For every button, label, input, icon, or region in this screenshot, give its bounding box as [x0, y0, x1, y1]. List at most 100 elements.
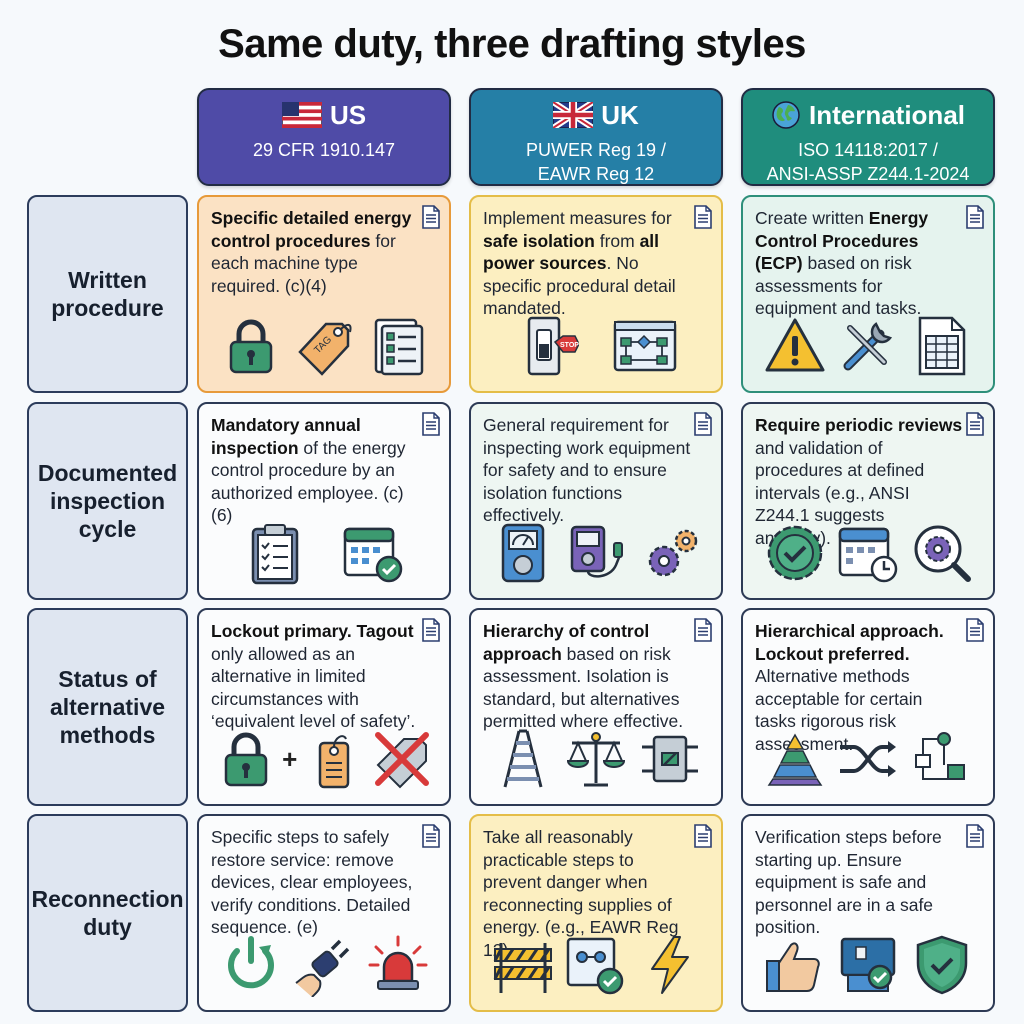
document-icon: [421, 618, 441, 642]
cell-text: Alternative methods acceptable for certa…: [755, 666, 923, 754]
cell-text: based on risk assessments for equipment …: [755, 253, 922, 318]
clipboard-icon: [251, 524, 299, 585]
document-icon: [693, 205, 713, 229]
document-icon: [421, 412, 441, 436]
cell-text: based on risk assessment. Isolation is s…: [483, 643, 684, 732]
tag-icon: [318, 735, 350, 789]
page-title: Same duty, three drafting styles: [218, 22, 806, 66]
document-icon: [421, 824, 441, 848]
cell-text: only allowed as an alternative in limite…: [211, 643, 416, 732]
ladder-icon: [503, 729, 542, 788]
padlock-icon: [224, 732, 267, 787]
cell-uk-written-procedure: Implement measures for safe isolation fr…: [469, 195, 723, 393]
row-header-reconnection-duty: Reconnection duty: [27, 814, 188, 1012]
isolator-icon: [641, 735, 698, 783]
machine-check-icon: [840, 937, 896, 992]
column-name-international: International: [808, 99, 965, 130]
cell-text: Specific steps to safely restore service…: [211, 827, 413, 937]
gear-search-icon: [914, 525, 971, 582]
cell-international-written-procedure: Create written Energy Control Procedures…: [741, 195, 995, 393]
cell-us-inspection-cycle: Mandatory annual inspection of the energ…: [197, 402, 451, 600]
plus-sign: +: [282, 743, 298, 774]
spreadsheet-icon: [918, 316, 965, 376]
globe-icon: [772, 101, 800, 129]
flowchart-icon: [613, 320, 677, 372]
column-header-uk: UK PUWER Reg 19 / EAWR Reg 12: [469, 88, 723, 186]
uk-flag-icon: [553, 102, 594, 128]
cell-text-bold: Mandatory annual inspection: [211, 415, 361, 458]
cell-text-bold: Hierarchical approach. Lockout preferred…: [755, 621, 944, 664]
cell-uk-inspection-cycle: General requirement for inspecting work …: [469, 402, 723, 600]
document-icon: [965, 618, 985, 642]
warning-icon: [765, 318, 824, 372]
document-icon: [693, 824, 713, 848]
crossed-tag-icon: [375, 732, 430, 789]
cell-international-alternative-methods: Hierarchical approach. Lockout preferred…: [741, 608, 995, 806]
column-header-international: International ISO 14118:2017 / ANSI-ASSP…: [741, 88, 995, 186]
column-ref-uk: PUWER Reg 19 / EAWR Reg 12: [525, 140, 667, 184]
gears-icon: [648, 529, 697, 577]
tools-icon: [843, 322, 893, 371]
calendar-check-icon: [343, 527, 403, 583]
column-name-us: US: [329, 99, 367, 130]
cell-text: Take all reasonably practicable steps to…: [483, 827, 679, 960]
cell-text-bold: Energy Control Procedures (ECP): [755, 208, 929, 273]
tester-icon: [570, 525, 623, 578]
lightning-icon: [650, 936, 689, 994]
cell-text-bold: safe isolation: [483, 230, 595, 251]
panel-check-icon: [566, 937, 624, 995]
calendar-clock-icon: [838, 527, 898, 583]
cell-international-inspection-cycle: Require periodic reviews and validation …: [741, 402, 995, 600]
column-ref-international: ISO 14118:2017 / ANSI-ASSP Z244.1-2024: [766, 140, 970, 184]
cell-uk-reconnection-duty: Take all reasonably practicable steps to…: [469, 814, 723, 1012]
pyramid-icon: [767, 733, 822, 786]
cell-us-alternative-methods: Lockout primary. Tagout only allowed as …: [197, 608, 451, 806]
column-name-uk: UK: [601, 99, 639, 130]
document-icon: [965, 205, 985, 229]
plug-icon: [295, 939, 350, 997]
shuffle-icon: [840, 741, 896, 777]
cell-us-written-procedure: Specific detailed energy control procedu…: [197, 195, 451, 393]
svg-text:STOP: STOP: [560, 342, 579, 349]
cell-text: . No specific procedural detail mandated…: [483, 253, 676, 318]
cell-text: from: [594, 230, 640, 251]
tag-icon: TAG: [298, 322, 352, 376]
cell-text: Verification steps before starting up. E…: [755, 827, 942, 937]
scales-icon: [566, 732, 626, 787]
column-ref-us: 29 CFR 1910.147: [252, 140, 396, 160]
cell-text: for each machine type required. (c)(4): [211, 230, 396, 296]
cell-text-bold: Require periodic reviews: [755, 415, 963, 435]
document-icon: [965, 824, 985, 848]
process-flow-icon: [914, 732, 965, 780]
switch-icon: STOP: [527, 316, 579, 376]
thumbs-up-icon: [765, 942, 820, 992]
row-header-alternative-methods: Status of alternative methods: [27, 608, 188, 806]
row-header-written-procedure: Written procedure: [27, 195, 188, 393]
cell-text: General requirement for inspecting work …: [483, 415, 691, 525]
cell-text-bold: all power sources: [483, 230, 660, 274]
cell-text: of the energy control procedure by an au…: [211, 437, 406, 526]
cell-text: and validation of procedures at defined …: [755, 437, 925, 548]
power-restore-icon: [227, 936, 274, 989]
row-header-inspection-cycle: Documented inspection cycle: [27, 402, 188, 600]
beacon-icon: [368, 935, 427, 990]
cell-text-bold: Hierarchy of control approach: [483, 621, 650, 664]
column-header-us: US 29 CFR 1910.147: [197, 88, 451, 186]
shield-check-icon: [916, 935, 967, 995]
document-icon: [965, 412, 985, 436]
cell-uk-alternative-methods: Hierarchy of control approach based on r…: [469, 608, 723, 806]
barrier-icon: [493, 943, 552, 993]
document-icon: [421, 205, 441, 229]
checklist-icon: [374, 318, 423, 376]
cell-text: Implement measures for: [483, 208, 672, 228]
cell-text-bold: Lockout primary. Tagout: [211, 621, 414, 641]
document-icon: [693, 618, 713, 642]
us-flag-icon: [281, 102, 322, 128]
badge-check-icon: [767, 525, 822, 581]
cell-us-reconnection-duty: Specific steps to safely restore service…: [197, 814, 451, 1012]
document-icon: [693, 412, 713, 436]
cell-international-reconnection-duty: Verification steps before starting up. E…: [741, 814, 995, 1012]
meter-icon: [501, 523, 544, 583]
cell-text-bold: Specific detailed energy control procedu…: [211, 208, 412, 251]
cell-text: Create written: [755, 208, 869, 228]
